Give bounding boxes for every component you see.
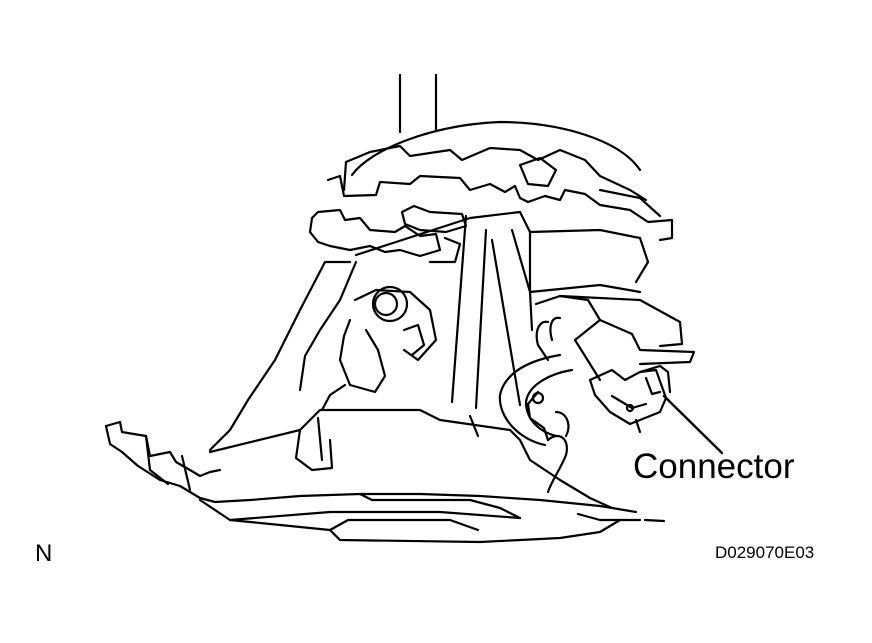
top-gate-plate (326, 120, 674, 242)
view-letter: N (35, 540, 53, 567)
base-plate (104, 408, 666, 544)
connector-plug (588, 364, 672, 434)
upper-bracket (308, 204, 468, 264)
housing-body (354, 210, 696, 410)
left-arm-and-boss (208, 260, 438, 452)
callout-leader-line (662, 394, 724, 455)
figure-code: D029070E03 (715, 543, 815, 562)
shift-lever-rod (398, 73, 438, 134)
connector-callout-label: Connector (633, 447, 795, 486)
wire-harness (498, 316, 574, 494)
